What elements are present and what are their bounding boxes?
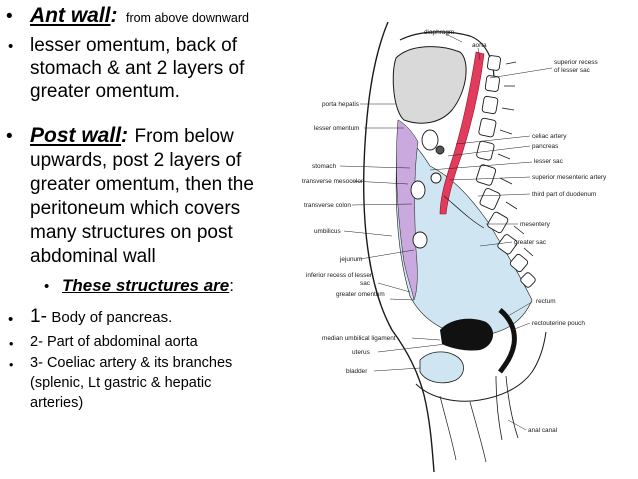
label-transverse-colon: transverse colon <box>304 202 351 209</box>
slide-text-column: • Ant wall: from above downward • lesser… <box>0 0 300 479</box>
structures-heading: These structures are <box>62 276 230 295</box>
viscera <box>410 129 445 249</box>
post-wall-line: greater omentum, then the <box>30 174 254 195</box>
uterus-shape <box>440 318 494 351</box>
label-leaders <box>339 33 553 431</box>
ant-wall-desc: from above downward <box>125 11 249 25</box>
structure-text: Part of abdominal aorta <box>46 334 198 350</box>
structure-item: 3- Coeliac artery & its branches <box>30 355 232 371</box>
structure-item: 2- Part of abdominal aorta <box>30 334 198 350</box>
label-superior-recess-1: superior recess <box>554 59 598 66</box>
bullet: • <box>44 278 50 295</box>
bullet: • <box>9 358 14 372</box>
label-transverse-mesocolon: transverse mesocolon <box>302 178 365 185</box>
bullet: • <box>6 126 13 147</box>
structure-num: 3- <box>30 355 43 371</box>
ant-wall-colon: : <box>110 4 118 27</box>
ant-wall-heading: Ant wall <box>30 4 111 27</box>
label-aorta: aorta <box>472 42 487 49</box>
post-wall-line: peritoneum which covers <box>30 198 241 219</box>
ant-item-line: greater omentum. <box>30 81 180 102</box>
label-lesser-sac: lesser sac <box>534 158 564 165</box>
ant-item-line: lesser omentum, back of <box>30 35 237 56</box>
label-inferior-recess-1: inferior recess of lesser <box>306 272 373 279</box>
post-wall-line: From below <box>134 126 234 147</box>
peritoneum-sagittal-diagram: diaphragm aorta superior recess of lesse… <box>302 21 607 473</box>
label-coeliac-artery: celiac artery <box>532 133 567 140</box>
perineum-lines <box>439 395 487 463</box>
lesser-sac <box>396 119 419 301</box>
bullet: • <box>6 6 13 27</box>
ant-item-line: stomach & ant 2 layers of <box>30 58 245 79</box>
post-wall-line: upwards, post 2 layers of <box>30 150 242 171</box>
bladder-shape <box>419 351 464 384</box>
body-outline <box>363 21 435 473</box>
structure-text: Body of pancreas. <box>51 309 173 326</box>
post-wall-colon: : <box>121 124 129 147</box>
label-umbilicus: umbilicus <box>314 228 341 235</box>
bullet: • <box>8 311 14 328</box>
anal-canal-lines <box>495 375 519 441</box>
bullet: • <box>8 38 14 55</box>
liver <box>392 46 467 124</box>
label-greater-sac: greater sac <box>514 239 547 246</box>
label-superior-recess-2: of lesser sac <box>554 67 591 74</box>
structure-num: 2- <box>30 334 43 350</box>
structure-text: arteries) <box>30 395 84 411</box>
post-wall-heading-line: Post wall: From below <box>30 124 234 148</box>
bullet: • <box>9 337 14 351</box>
label-stomach: stomach <box>312 163 337 170</box>
mesentery-line <box>443 195 485 229</box>
aorta <box>439 51 485 215</box>
label-uterus: uterus <box>352 349 370 356</box>
post-wall-line: many structures on post <box>30 222 233 243</box>
rectum-shape <box>497 308 517 374</box>
label-greater-omentum: greater omentum <box>336 291 385 298</box>
structure-text: Coeliac artery & its branches <box>46 355 233 371</box>
label-porta-hepatis: porta hepatis <box>322 101 359 108</box>
structure-item: 1- Body of pancreas. <box>30 306 172 328</box>
label-anal-canal: anal canal <box>528 427 557 434</box>
label-inferior-recess-2: sac <box>360 280 371 287</box>
structure-num: 1- <box>30 306 47 327</box>
post-wall-heading: Post wall <box>30 124 122 147</box>
label-mesentery: mesentery <box>520 221 551 228</box>
spinal-processes <box>497 61 534 257</box>
label-rectouterine-pouch: rectouterine pouch <box>532 320 585 327</box>
label-third-part-duodenum: third part of duodenum <box>532 191 596 198</box>
label-median-umbilical-ligament: median umbilical ligament <box>322 335 396 342</box>
structures-heading-line: These structures are: <box>62 276 234 296</box>
ant-wall-heading-line: Ant wall: from above downward <box>30 4 249 28</box>
post-wall-line: abdominal wall <box>30 246 156 267</box>
label-jejunum: jejunum <box>339 256 362 263</box>
structure-text: (splenic, Lt gastric & hepatic <box>30 375 212 391</box>
label-lesser-omentum: lesser omentum <box>314 125 359 132</box>
label-superior-mesenteric-artery: superior mesenteric artery <box>532 174 607 181</box>
vertebral-column <box>475 55 536 288</box>
label-pancreas: pancreas <box>532 143 558 150</box>
label-bladder: bladder <box>346 368 368 375</box>
label-diaphragm: diaphragm <box>424 29 454 36</box>
structures-heading-colon: : <box>229 276 234 295</box>
label-rectum: rectum <box>536 298 556 305</box>
